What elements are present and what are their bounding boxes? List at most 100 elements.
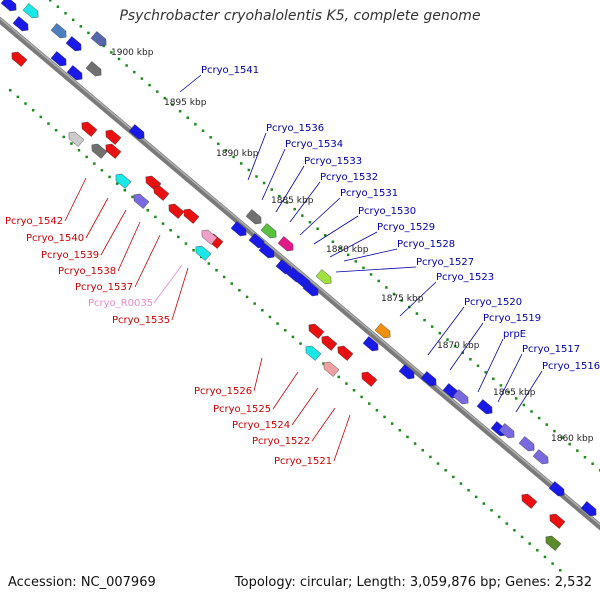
forward-gene-label: Pcryo_1533 xyxy=(304,156,362,167)
inner-track-dot xyxy=(444,469,447,472)
inner-track-dot xyxy=(459,482,463,485)
outer-track-dot xyxy=(232,155,235,159)
forward-gene-arrow xyxy=(548,481,565,497)
forward-gene-label: Pcryo_1532 xyxy=(320,172,378,183)
outer-track-dot xyxy=(171,103,174,106)
inner-track-dot xyxy=(115,182,119,185)
outer-track-dot xyxy=(224,149,228,152)
reverse-label-leader xyxy=(272,371,299,410)
outer-track-dot xyxy=(110,51,113,54)
reverse-gene-label: Pcryo_1524 xyxy=(232,420,290,431)
reverse-label-leader xyxy=(153,264,183,304)
outer-track-dot xyxy=(461,351,464,354)
reverse-gene-label: Pcryo_1522 xyxy=(252,436,310,447)
inner-track-dot xyxy=(390,422,394,425)
gene-labels: Pcryo_1541Pcryo_1536Pcryo_1534Pcryo_1533… xyxy=(5,65,600,467)
reverse-label-leader xyxy=(85,197,109,239)
outer-track-dot xyxy=(133,70,136,74)
topology-text: Topology: circular; Length: 3,059,876 bp… xyxy=(234,575,592,590)
outer-track-dot xyxy=(278,194,281,198)
inner-track-dot xyxy=(482,502,486,505)
inner-track-dot xyxy=(505,522,509,525)
outer-track-dot xyxy=(492,377,495,381)
reverse-gene-arrow xyxy=(183,208,200,224)
outer-track-dot xyxy=(530,410,533,413)
reverse-gene-label: Pcryo_1538 xyxy=(58,266,116,277)
reverse-gene-arrow xyxy=(201,229,218,245)
forward-gene-arrow xyxy=(374,323,391,339)
outer-track-dot xyxy=(514,397,518,400)
forward-gene-arrow xyxy=(22,3,39,19)
outer-track-dot xyxy=(377,279,380,283)
inner-track-dot xyxy=(284,329,287,332)
forward-gene-arrow xyxy=(302,281,319,297)
forward-gene-label: Pcryo_1519 xyxy=(483,313,541,324)
inner-track-dot xyxy=(184,242,188,245)
outer-track-dot xyxy=(385,286,388,289)
forward-label-leader xyxy=(335,266,417,273)
reverse-gene-arrow xyxy=(195,245,212,261)
forward-gene-arrow xyxy=(12,16,29,32)
reverse-label-leader xyxy=(253,357,263,392)
inner-track-dot xyxy=(222,275,226,279)
reverse-gene-arrow xyxy=(105,143,122,159)
ruler-tick-label: 1890 kbp xyxy=(216,149,259,159)
forward-label-leader xyxy=(179,74,202,93)
outer-track-dot xyxy=(102,44,105,48)
forward-gene-arrow xyxy=(85,61,102,77)
forward-label-leader xyxy=(399,281,437,317)
ruler-tick-label: 1870 kbp xyxy=(437,341,480,351)
forward-gene-label: Pcryo_1531 xyxy=(340,188,398,199)
outer-track-dot xyxy=(560,436,564,439)
outer-track-dot xyxy=(553,429,556,433)
reverse-gene-arrow xyxy=(321,335,338,351)
forward-gene-arrow xyxy=(258,243,275,259)
forward-gene-arrow xyxy=(50,23,67,39)
inner-track-dot xyxy=(352,389,356,392)
forward-label-leader xyxy=(275,165,305,213)
forward-gene-arrow xyxy=(476,399,493,415)
ruler-tick-label: 1875 kbp xyxy=(381,294,424,304)
inner-track-dot xyxy=(9,89,12,92)
outer-track-dot xyxy=(308,220,312,224)
reverse-gene-arrow xyxy=(68,131,85,147)
outer-track-dot xyxy=(392,292,396,296)
ruler-tick-label: 1885 kbp xyxy=(271,196,314,206)
outer-track-dot xyxy=(194,123,197,126)
forward-gene-label: Pcryo_1530 xyxy=(358,206,416,217)
reverse-gene-arrow xyxy=(168,203,185,219)
forward-gene-arrow xyxy=(518,436,535,452)
forward-gene-label: Pcryo_1520 xyxy=(464,297,522,308)
outer-track-dot xyxy=(430,325,434,328)
outer-track-dot xyxy=(79,25,83,28)
inner-track-dot xyxy=(337,375,340,379)
forward-gene-arrow xyxy=(50,51,67,67)
inner-track-dot xyxy=(429,455,432,459)
inner-track-dot xyxy=(77,149,81,152)
reverse-label-leader xyxy=(291,387,319,426)
inner-track-dot xyxy=(24,102,27,105)
inner-track-dot xyxy=(253,302,256,305)
forward-gene-arrow xyxy=(420,371,437,387)
inner-track-dot xyxy=(276,322,279,325)
forward-label-leader xyxy=(449,322,484,371)
inner-track-dot xyxy=(467,489,470,492)
outer-track-dot xyxy=(301,214,304,217)
inner-track-dot xyxy=(543,555,547,559)
reverse-gene-arrow xyxy=(115,173,132,189)
inner-track-dot xyxy=(383,415,386,419)
outer-track-dot xyxy=(186,116,189,119)
outer-track-dot xyxy=(209,136,212,139)
inner-track-dot xyxy=(47,122,50,125)
inner-track-dot xyxy=(322,362,325,365)
forward-gene-label: Pcryo_1527 xyxy=(416,257,474,268)
outer-track-dot xyxy=(163,96,167,100)
forward-gene-arrow xyxy=(260,223,277,239)
reverse-gene-arrow xyxy=(337,345,354,361)
outer-track-dot xyxy=(537,416,541,420)
forward-gene-arrow xyxy=(128,124,145,140)
reverse-gene-arrow xyxy=(305,345,322,361)
outer-track-dot xyxy=(56,5,60,9)
